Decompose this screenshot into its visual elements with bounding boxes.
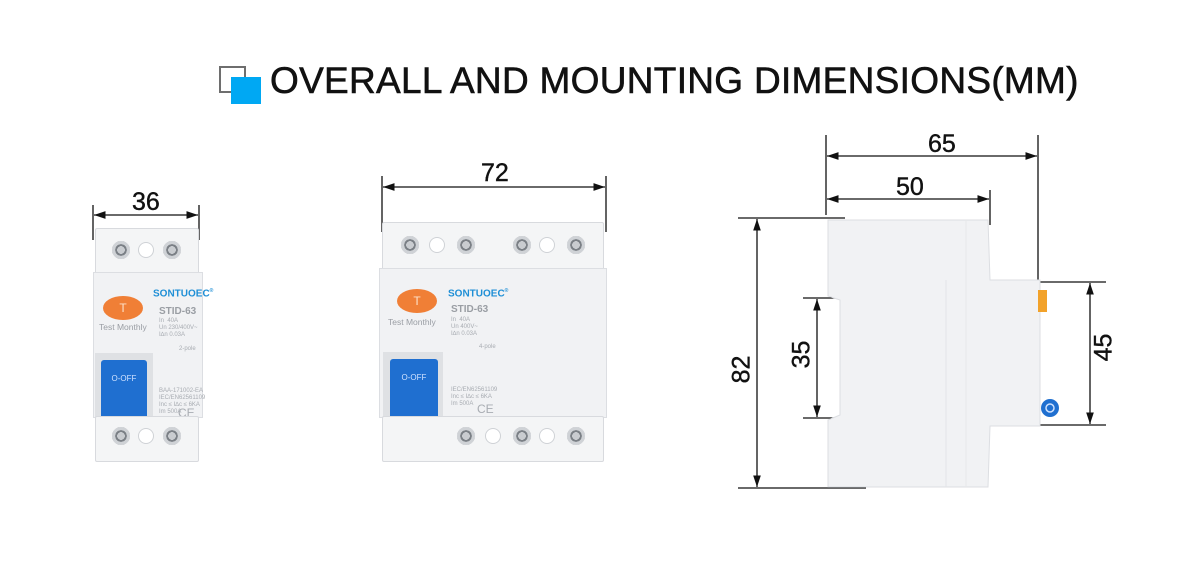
standards: IEC/EN62561109 Inc ≤ I∆c ≤ 6KA Im 500A — [451, 387, 498, 407]
side-view-device — [827, 219, 1059, 488]
test-label: Test Monthly — [388, 317, 436, 327]
dimension-label-depth-total: 65 — [928, 130, 956, 158]
dimension-label-width-2pole: 36 — [132, 188, 160, 216]
brand: SONTUOEC® — [153, 288, 214, 300]
specs: In 40A Un 230/400V~ I∆n 0.03A — [159, 318, 198, 338]
poles: 4-pole — [479, 344, 496, 350]
test-label: Test Monthly — [99, 322, 147, 332]
dimension-label-depth-body: 50 — [896, 173, 924, 201]
poles: 2-pole — [179, 346, 196, 352]
dimension-label-width-4pole: 72 — [481, 159, 509, 187]
brand: SONTUOEC® — [448, 288, 509, 300]
dimension-label-rail: 35 — [787, 340, 816, 369]
dimension-label-height: 82 — [727, 355, 756, 384]
rcd-2pole-front-view: T Test Monthly SONTUOEC® STID-63 In 40A … — [93, 228, 213, 464]
test-button[interactable]: T — [103, 296, 143, 320]
page-title: OVERALL AND MOUNTING DIMENSIONS(MM) — [270, 60, 1079, 102]
test-button[interactable]: T — [397, 289, 437, 313]
model: STID-63 — [159, 306, 197, 317]
overlapping-squares-icon-accent — [231, 77, 261, 104]
ce-mark: CE — [477, 402, 494, 416]
rcd-4pole-front-view: T Test Monthly SONTUOEC® STID-63 In 40A … — [379, 222, 607, 464]
standards: BAA-171002-EA IEC/EN62561109 Inc ≤ I∆c ≤… — [159, 388, 206, 415]
dimension-label-front: 45 — [1089, 333, 1118, 362]
model: STID-63 — [451, 304, 489, 315]
specs: In 40A Un 400V~ I∆n 0.03A — [451, 317, 478, 337]
